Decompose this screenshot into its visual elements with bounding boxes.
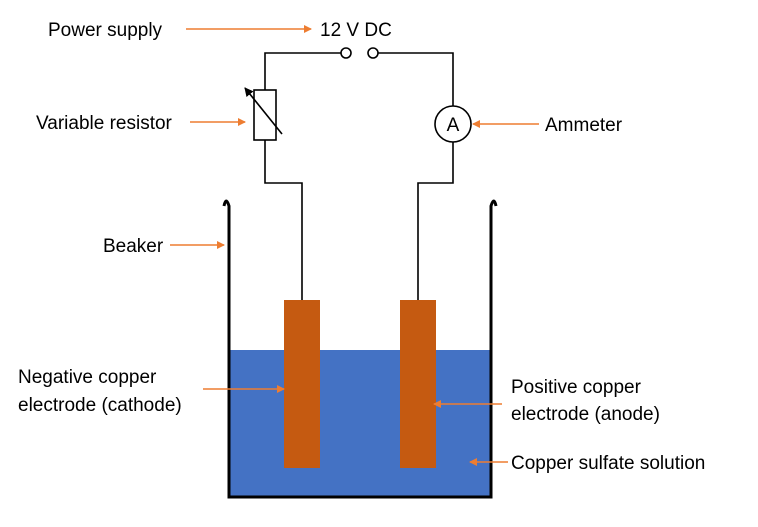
solution-label: Copper sulfate solution bbox=[511, 453, 705, 474]
positive-electrode-label-line1: Positive copper bbox=[511, 377, 642, 398]
positive-copper-electrode bbox=[400, 300, 436, 468]
negative-electrode-label-line1: Negative copper bbox=[18, 367, 157, 388]
variable-resistor-symbol bbox=[244, 87, 283, 141]
left-wire bbox=[264, 52, 341, 300]
beaker-label: Beaker bbox=[103, 236, 164, 257]
power-supply-label: Power supply bbox=[48, 20, 163, 41]
negative-electrode-label-line2: electrode (cathode) bbox=[18, 395, 182, 416]
ammeter-symbol: A bbox=[434, 105, 472, 143]
negative-copper-electrode bbox=[284, 300, 320, 468]
copper-sulfate-solution bbox=[229, 350, 491, 497]
beaker bbox=[222, 199, 498, 499]
right-wire bbox=[378, 52, 454, 300]
ammeter-letter: A bbox=[447, 115, 460, 136]
variable-resistor-label: Variable resistor bbox=[36, 113, 173, 134]
positive-electrode-label-line2: electrode (anode) bbox=[511, 404, 660, 425]
power-terminal-left bbox=[340, 47, 352, 59]
power-terminal-right bbox=[367, 47, 379, 59]
ammeter-label: Ammeter bbox=[545, 115, 623, 136]
voltage-label: 12 V DC bbox=[320, 20, 392, 41]
